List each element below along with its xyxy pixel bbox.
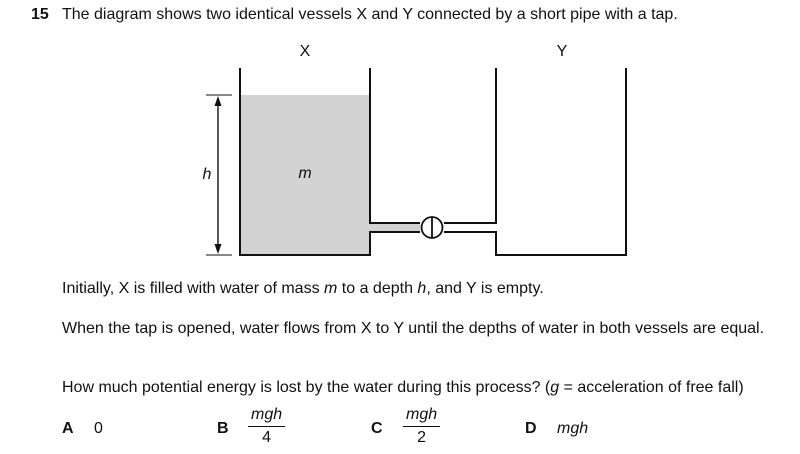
question-number: 15 xyxy=(31,6,49,23)
depth-label: h xyxy=(203,166,212,183)
vessel-y-label: Y xyxy=(557,43,568,60)
depth-arrowhead-top xyxy=(214,96,222,106)
option-a-value: 0 xyxy=(94,420,103,437)
paragraph-question: How much potential energy is lost by the… xyxy=(62,379,744,396)
option-c-fraction: mgh 2 xyxy=(403,406,441,447)
depth-arrowhead-bottom xyxy=(214,244,222,254)
option-c-letter: C xyxy=(371,420,383,437)
option-b-fraction: mgh 4 xyxy=(248,406,286,447)
water-in-pipe xyxy=(370,223,420,232)
option-b-letter: B xyxy=(217,420,229,437)
vessel-x-outline xyxy=(239,68,420,256)
option-b-numerator: mgh xyxy=(248,406,286,427)
option-b-denominator: 4 xyxy=(262,429,272,446)
mass-label: m xyxy=(298,165,311,182)
vessel-x-label: X xyxy=(300,43,311,60)
question-stem: The diagram shows two identical vessels … xyxy=(62,6,678,23)
option-c-denominator: 2 xyxy=(417,429,427,446)
paragraph-tap-opened: When the tap is opened, water flows from… xyxy=(62,320,765,337)
paragraph-initial-conditions: Initially, X is filled with water of mas… xyxy=(62,280,544,297)
option-c-numerator: mgh xyxy=(403,406,441,427)
water-in-vessel-x xyxy=(240,95,370,255)
vessel-y-outline xyxy=(444,68,627,256)
option-d-value: mgh xyxy=(557,420,589,437)
option-a-letter: A xyxy=(62,420,74,437)
option-d-letter: D xyxy=(525,420,537,437)
